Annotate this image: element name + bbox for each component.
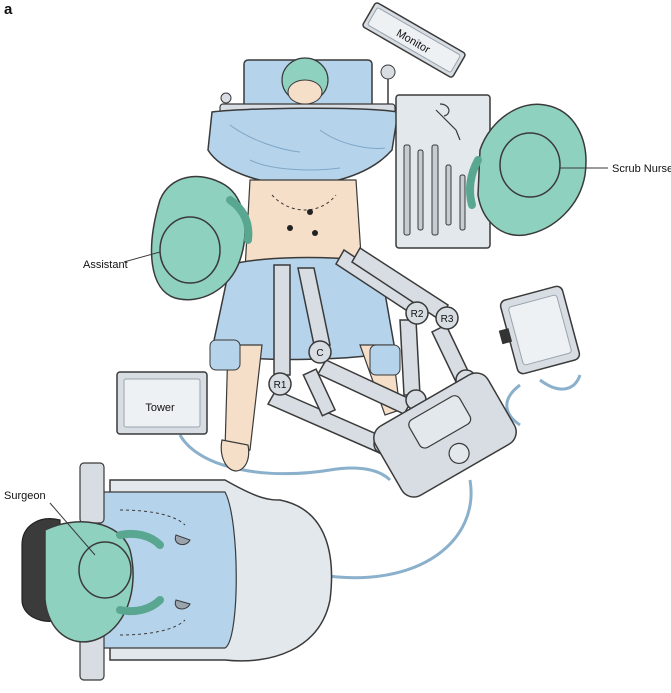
arm-r2-lower bbox=[399, 319, 421, 396]
monitor: Monitor bbox=[362, 2, 466, 78]
joint-camera-label: C bbox=[316, 348, 323, 359]
nurse-arm bbox=[466, 156, 482, 209]
vision-cart-connector bbox=[498, 328, 513, 345]
scissors-icon bbox=[435, 103, 461, 141]
upper-drape bbox=[207, 107, 399, 186]
tower: Tower bbox=[116, 371, 208, 435]
joint-r3-label: R3 bbox=[441, 314, 454, 325]
tower-cable bbox=[178, 434, 392, 482]
cables bbox=[178, 374, 582, 580]
assistant: Assistant bbox=[83, 175, 253, 301]
assistant-label: Assistant bbox=[83, 259, 128, 271]
arm-camera-segment bbox=[297, 267, 331, 346]
arm-instrument-bar bbox=[302, 368, 337, 417]
patient-legs bbox=[209, 339, 401, 472]
surgeon-label: Surgeon bbox=[4, 490, 46, 502]
left-foot bbox=[220, 439, 250, 472]
joint-r2-label: R2 bbox=[411, 309, 424, 320]
port-dot-2 bbox=[307, 209, 313, 215]
tower-screen bbox=[123, 378, 201, 428]
assistant-arm bbox=[226, 196, 253, 244]
assistant-head bbox=[159, 216, 221, 284]
vision-cart-screen bbox=[508, 294, 572, 366]
assistant-leader-line bbox=[123, 251, 161, 263]
joint-r1 bbox=[268, 372, 292, 396]
tray-instruments bbox=[403, 144, 466, 236]
console-pedals bbox=[174, 534, 191, 610]
patient-cart bbox=[373, 372, 517, 498]
monitor-screen bbox=[367, 7, 461, 73]
leg-support-right bbox=[369, 344, 401, 376]
instrument-3 bbox=[431, 144, 439, 236]
cart-wheel bbox=[448, 442, 470, 465]
panel-label: a bbox=[4, 1, 13, 18]
patient-face bbox=[287, 79, 323, 105]
instrument-5 bbox=[459, 174, 466, 231]
surgeon: Surgeon bbox=[4, 490, 164, 643]
arm-joints: R1 C R2 R3 bbox=[268, 301, 477, 455]
joint-camera bbox=[308, 340, 332, 364]
drape-folds bbox=[229, 124, 386, 171]
patient-head bbox=[281, 57, 329, 105]
port-dot-3 bbox=[312, 230, 318, 236]
iv-pole-top bbox=[380, 64, 396, 80]
surgeon-arms bbox=[116, 529, 164, 616]
scrub-nurse: Scrub Nurse bbox=[466, 103, 671, 236]
robot-arms bbox=[266, 246, 471, 455]
surgeon-leader-line bbox=[49, 502, 96, 556]
tower-label: Tower bbox=[145, 402, 175, 414]
patient-torso bbox=[244, 179, 363, 271]
vision-cart-cable bbox=[505, 383, 521, 427]
nurse-label: Scrub Nurse bbox=[612, 163, 671, 175]
instrument-2 bbox=[417, 149, 424, 231]
surgeon-head bbox=[78, 541, 132, 599]
leg-support-left bbox=[209, 339, 241, 371]
vision-cart-cable-2 bbox=[539, 374, 582, 391]
surgeon-console-cable bbox=[319, 479, 473, 580]
joint-r1-label: R1 bbox=[274, 380, 287, 391]
arm-r1-segment bbox=[273, 264, 291, 376]
instrument-4 bbox=[445, 164, 452, 226]
joint-r2 bbox=[405, 301, 429, 325]
cart-panel bbox=[408, 395, 472, 449]
armrest-top bbox=[79, 462, 105, 524]
surgeon-console bbox=[79, 462, 333, 681]
nurse-head bbox=[499, 132, 561, 198]
rib-line bbox=[271, 194, 337, 211]
port-dot-1 bbox=[287, 225, 293, 231]
table-knob-left bbox=[220, 92, 232, 104]
instrument-1 bbox=[403, 144, 411, 236]
vision-cart bbox=[498, 285, 581, 375]
console-dashed-lines bbox=[119, 509, 186, 636]
joint-r3 bbox=[435, 306, 459, 330]
